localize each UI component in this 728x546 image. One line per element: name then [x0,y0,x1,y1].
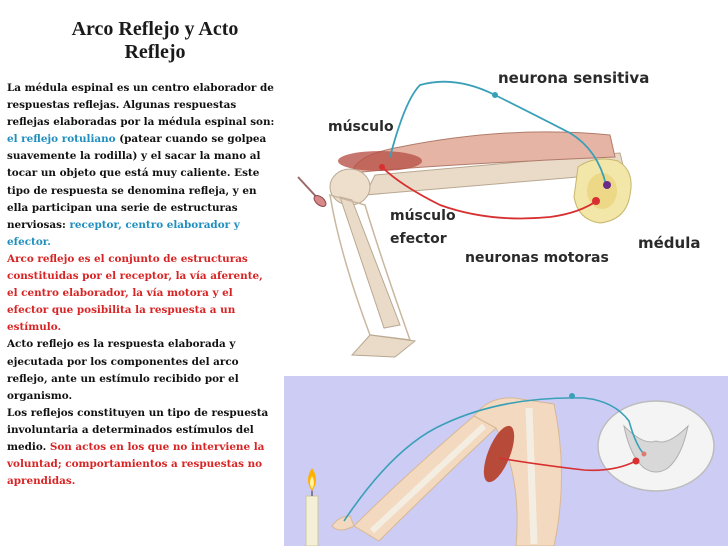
para1-mid: (patear cuando se golpea suavemente la r… [7,133,267,231]
sensory-ganglion [492,92,498,98]
label-neuronas-motoras: neuronas motoras [465,250,609,266]
motor-cell-body [632,457,640,465]
motor-neuron [498,457,637,472]
para4-emphasis: Son actos en los que no interviene la vo… [7,440,265,488]
motor-endplate [379,164,385,170]
interneuron [641,451,647,457]
tibia-bone [339,196,401,329]
synapse-point [603,181,611,189]
para3-definition: Acto reflejo es la respuesta elaborada y… [7,338,239,402]
page-title: Arco Reflejo y Acto Reflejo [71,18,239,63]
label-musculo: músculo [328,119,394,135]
hand [331,515,355,531]
candle-icon [305,468,319,546]
spinal-cross-section [597,400,715,492]
label-neurona-sensitiva: neurona sensitiva [498,69,649,87]
para2-definition: Arco reflejo es el conjunto de estructur… [7,252,263,334]
label-musculo-efector-1: músculo [390,208,456,224]
link-reflejo-rotuliano[interactable]: el reflejo rotuliano [7,133,116,146]
motor-cell-body [592,197,600,205]
label-musculo-efector-2: efector [390,231,447,247]
label-medula: médula [638,234,700,252]
upper-arm [473,397,562,546]
humerus-bone [525,407,538,545]
dorsal-ganglion [569,393,575,399]
reflex-hammer-icon [297,176,327,207]
biceps-muscle [483,425,515,483]
para1-intro: La médula espinal es un centro elaborado… [7,82,275,129]
radius-bone [369,423,487,534]
link-estructuras[interactable]: receptor, centro elaborador y efector. [7,218,240,248]
body-text: La médula espinal es un centro elaborado… [7,80,275,490]
para4-text: Los reflejos constituyen un tipo de resp… [7,406,269,453]
motor-neuron [381,166,599,220]
arm-reflex-diagram [284,376,728,546]
muscle-belly [338,151,422,171]
foot [350,334,417,358]
sensory-neuron [343,397,645,522]
knee-reflex-diagram: neurona sensitiva músculo músculo efecto… [297,69,700,358]
